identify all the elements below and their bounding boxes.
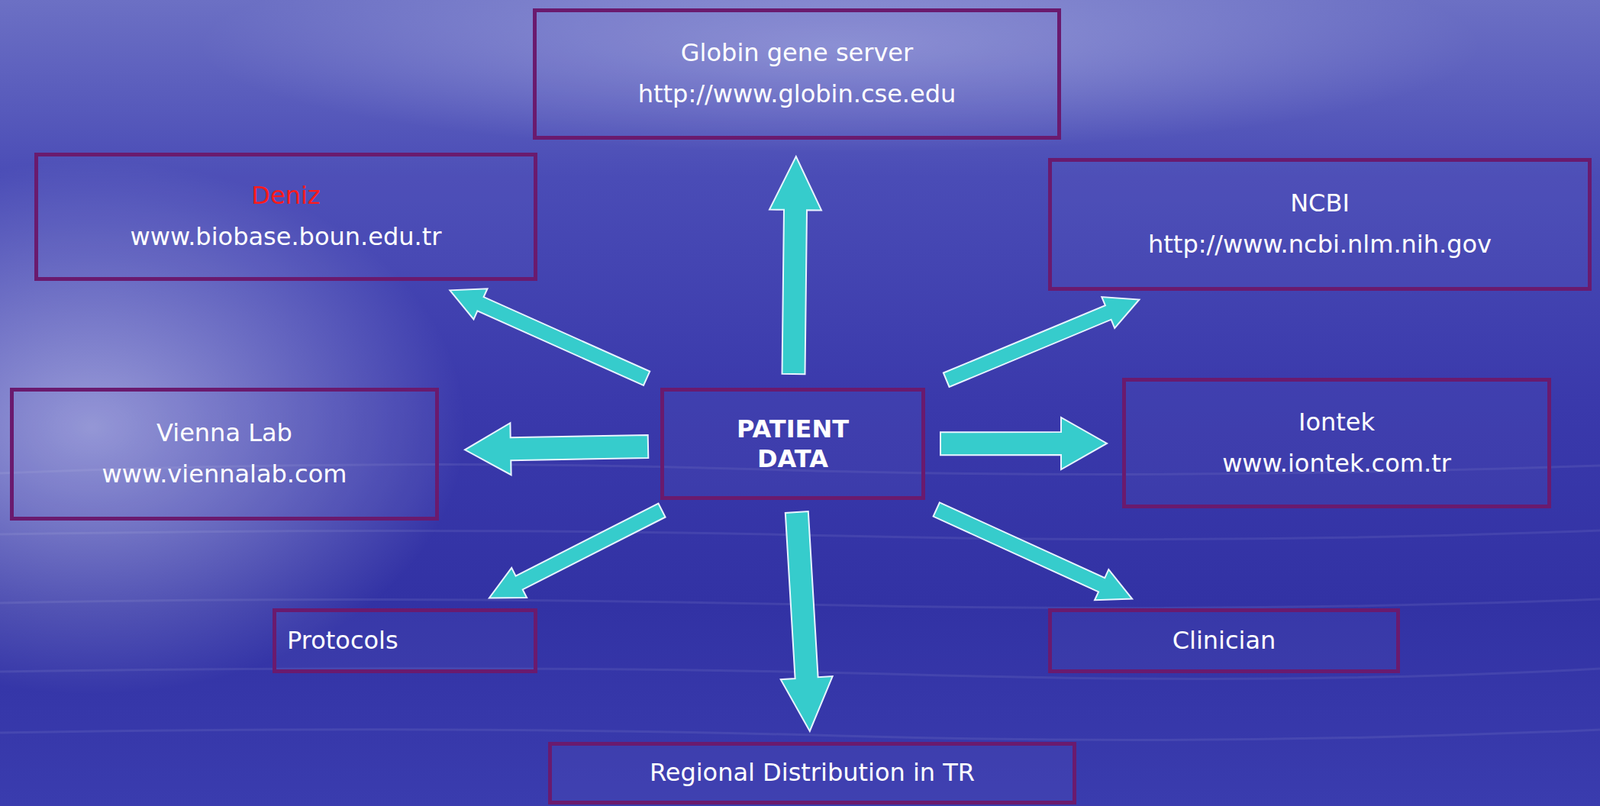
block-arrow xyxy=(943,296,1140,388)
box-url: http://www.ncbi.nlm.nih.gov xyxy=(1148,229,1492,262)
link-box: PATIENT DATA xyxy=(660,387,926,500)
link-box: Clinician xyxy=(1048,608,1400,674)
box-title: NCBI xyxy=(1290,187,1350,220)
arrow-shape xyxy=(780,511,833,732)
box-title: Vienna Lab xyxy=(156,417,293,450)
arrow-shape xyxy=(943,296,1140,388)
link-box: Protocols xyxy=(272,608,538,674)
arrow-shape xyxy=(449,288,650,386)
block-arrow xyxy=(780,511,833,732)
box-url: www.iontek.com.tr xyxy=(1222,448,1452,481)
link-box: Globin gene server http://www.globin.cse.… xyxy=(532,8,1062,140)
block-arrow xyxy=(449,288,650,386)
box-url: www.biobase.boun.edu.tr xyxy=(130,221,442,254)
block-arrow xyxy=(940,417,1107,470)
block-arrow xyxy=(464,422,649,475)
arrow-shape xyxy=(933,502,1133,600)
arrow-shape xyxy=(940,417,1107,470)
box-title: Protocols xyxy=(287,625,399,658)
block-arrow xyxy=(769,156,822,375)
arrow-shape xyxy=(489,503,666,599)
link-box: Vienna Lab www.viennalab.com xyxy=(9,387,439,521)
box-url: http://www.globin.cse.edu xyxy=(638,78,957,111)
block-arrow xyxy=(489,503,666,599)
box-title: Globin gene server xyxy=(680,37,913,70)
box-title: Iontek xyxy=(1298,406,1375,439)
arrow-shape xyxy=(769,156,822,375)
box-title: PATIENT DATA xyxy=(705,414,881,474)
box-url: www.viennalab.com xyxy=(102,458,348,491)
arrow-shape xyxy=(464,422,649,475)
link-box: NCBI http://www.ncbi.nlm.nih.gov xyxy=(1048,158,1592,291)
box-title: Regional Distribution in TR xyxy=(649,757,975,790)
box-title: Deniz xyxy=(251,180,320,213)
box-title: Clinician xyxy=(1172,625,1277,658)
link-box: Regional Distribution in TR xyxy=(548,741,1077,805)
link-box: Iontek www.iontek.com.tr xyxy=(1122,377,1552,509)
link-box: Deniz www.biobase.boun.edu.tr xyxy=(34,152,538,281)
block-arrow xyxy=(933,502,1133,600)
